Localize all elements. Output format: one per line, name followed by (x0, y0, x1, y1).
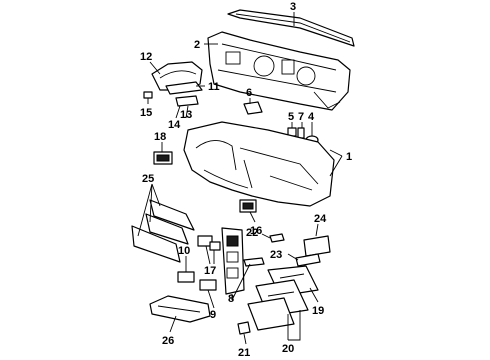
callout-25: 25 (142, 173, 154, 185)
callout-5: 5 (288, 111, 294, 123)
callout-3: 3 (290, 1, 296, 13)
switch-6-part (243, 101, 263, 115)
bracket-13-part (175, 95, 199, 107)
glove-box-liner-part (247, 297, 295, 331)
knee-bolster-part (149, 295, 211, 323)
callout-24: 24 (314, 213, 327, 225)
callout-13: 13 (180, 109, 192, 121)
clip-7-part (297, 127, 305, 139)
callout-19: 19 (312, 305, 324, 317)
callout-22: 22 (246, 227, 258, 239)
trim-piece-8-part (243, 257, 265, 267)
callout-15: 15 (140, 107, 152, 119)
callout-20: 20 (282, 343, 294, 355)
callout-6: 6 (246, 87, 252, 99)
switch-10-part (177, 271, 195, 283)
callout-1: 1 (346, 151, 352, 163)
callout-23: 23 (270, 249, 282, 261)
lower-trim-panels-part (131, 199, 195, 263)
switch-17-part (197, 235, 221, 251)
callout-18: 18 (154, 131, 166, 143)
support-frame-part (207, 31, 351, 111)
callout-26: 26 (162, 335, 174, 347)
callout-2: 2 (194, 39, 200, 51)
callout-17: 17 (204, 265, 216, 277)
glove-box-bracket-part (295, 253, 321, 267)
callout-7: 7 (298, 111, 304, 123)
callout-12: 12 (140, 51, 152, 63)
center-stack-bezel-part (221, 227, 245, 295)
callout-9: 9 (210, 309, 216, 321)
callout-labels: 3 2 1 12 11 15 14 13 6 5 7 4 18 25 16 10… (140, 1, 352, 359)
callout-21: 21 (238, 347, 250, 359)
instrument-panel-part (183, 121, 335, 207)
callout-16: 16 (250, 225, 262, 237)
defroster-strip-part (227, 9, 355, 47)
striker-22-part (269, 233, 285, 243)
clip-15-part (143, 91, 153, 99)
glove-box-latch-part (303, 235, 331, 257)
callout-10: 10 (178, 245, 190, 257)
side-vent-part (153, 151, 173, 165)
callout-14: 14 (168, 119, 181, 131)
center-vent-part (239, 199, 257, 213)
clip-21-part (237, 321, 251, 335)
callout-11: 11 (208, 81, 220, 93)
callout-4: 4 (308, 111, 315, 123)
cluster-bezel-part (165, 81, 203, 95)
leader-lines (137, 12, 343, 345)
switch-9-part (199, 279, 217, 291)
callout-8: 8 (228, 293, 234, 305)
